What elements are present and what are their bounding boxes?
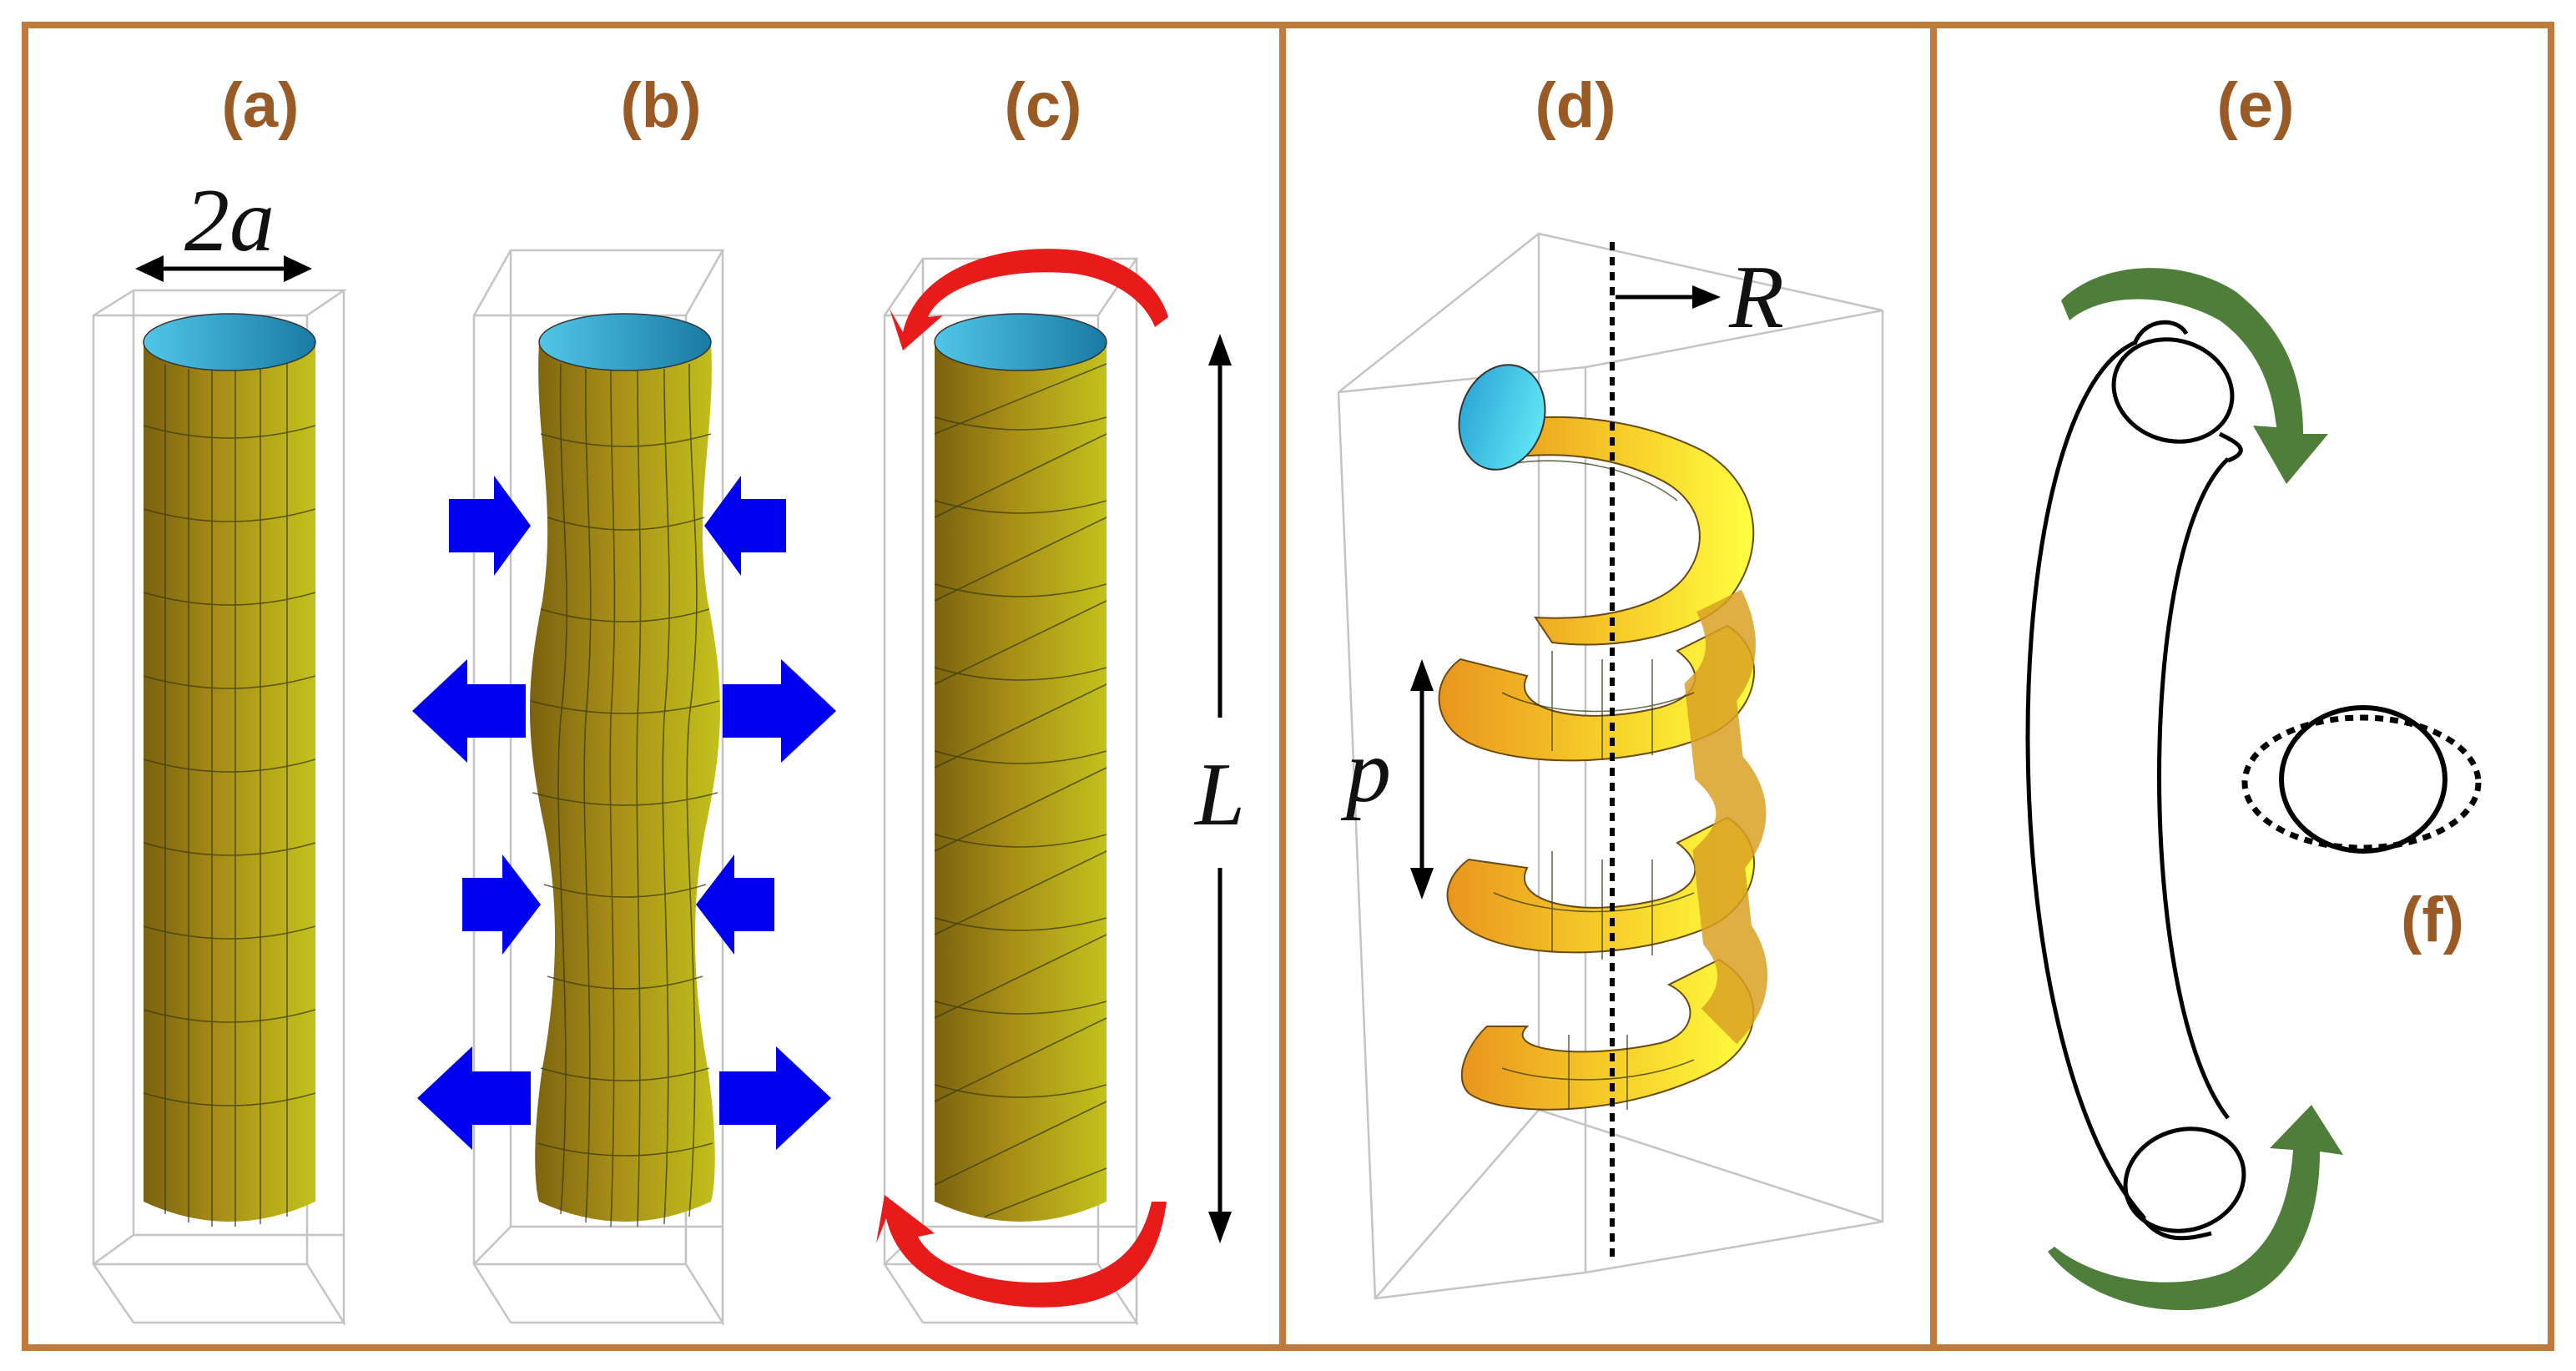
force-arrow-in-left-2 bbox=[462, 854, 541, 955]
pitch-arrow bbox=[1410, 659, 1434, 900]
force-arrow-out-right-2 bbox=[719, 1046, 831, 1150]
diameter-arrow bbox=[135, 255, 312, 282]
force-arrow-out-left-2 bbox=[417, 1046, 531, 1150]
force-arrow-in-left-1 bbox=[449, 476, 531, 576]
torque-arrow-bottom bbox=[876, 1195, 1167, 1308]
rotation-arrow-top bbox=[2061, 268, 2328, 484]
panel-label-c: (c) bbox=[1005, 70, 1082, 141]
torque-arrows bbox=[876, 249, 1168, 1308]
radius-symbol: R bbox=[1728, 248, 1784, 347]
diameter-symbol: 2a bbox=[184, 171, 275, 270]
panel-label-a: (a) bbox=[222, 70, 300, 141]
panel-d-helix: R p bbox=[1337, 232, 1884, 1300]
helix-tube bbox=[1438, 364, 1768, 1111]
figure-frame bbox=[22, 22, 2554, 1351]
pitch-symbol: p bbox=[1340, 722, 1391, 821]
force-arrow-out-left-1 bbox=[412, 659, 526, 763]
torque-arrow-top bbox=[890, 249, 1168, 350]
undeformed-section bbox=[2279, 705, 2447, 854]
panel-a-cylinder: 2a bbox=[92, 171, 348, 1327]
length-symbol: L bbox=[1193, 745, 1245, 844]
panel-label-e: (e) bbox=[2217, 70, 2295, 141]
radius-arrow bbox=[1616, 285, 1721, 309]
panel-f-cross-section bbox=[2241, 705, 2482, 854]
length-arrow bbox=[1208, 334, 1232, 1243]
rotation-arrow-bottom bbox=[2048, 1105, 2343, 1311]
deformed-section-dotted bbox=[2241, 714, 2482, 851]
panel-c-cylinder: L bbox=[876, 249, 1245, 1327]
panel-label-d: (d) bbox=[1535, 70, 1616, 141]
radial-force-arrows bbox=[412, 476, 836, 1150]
bottom-cross-section bbox=[2123, 1127, 2246, 1233]
panel-e-curved-tube bbox=[2025, 268, 2343, 1311]
top-cross-section bbox=[2111, 337, 2235, 444]
force-arrow-in-right-1 bbox=[704, 476, 786, 576]
force-arrow-in-right-2 bbox=[696, 854, 774, 955]
force-arrow-out-right-1 bbox=[723, 659, 836, 763]
panel-label-b: (b) bbox=[620, 70, 701, 141]
panel-label-f: (f) bbox=[2401, 885, 2464, 955]
panel-b-cylinder bbox=[412, 249, 836, 1327]
